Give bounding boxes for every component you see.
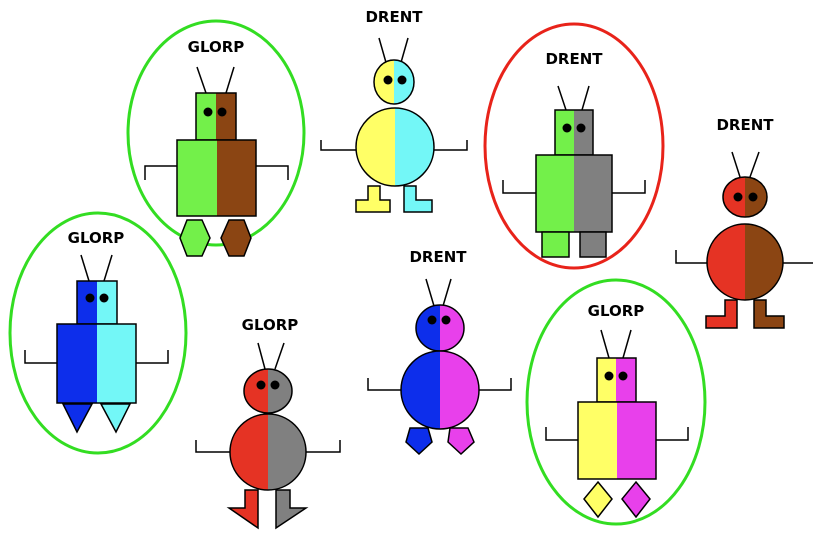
arm-right (434, 140, 468, 151)
foot-right (403, 185, 433, 213)
creature-glorp-red-gray: GLORP (195, 316, 341, 530)
creature-glorp-green-brown: GLORP (126, 19, 306, 257)
creature-glorp-blue-cyan: GLORP (8, 211, 188, 455)
eye (397, 75, 407, 85)
arm-left (320, 140, 356, 151)
foot-right (621, 480, 651, 519)
eye (85, 293, 95, 303)
arm-left (545, 427, 578, 441)
creature-label: DRENT (409, 248, 467, 266)
eye (441, 315, 451, 325)
selection-ring (483, 22, 665, 270)
body-left (230, 414, 268, 490)
foot-left (405, 427, 433, 456)
eye (576, 123, 586, 133)
body-right (268, 414, 306, 490)
body-right (745, 224, 783, 300)
arm-left (502, 180, 536, 194)
eye (733, 192, 743, 202)
eye (99, 293, 109, 303)
arm-left (367, 378, 401, 391)
arm-right (136, 350, 169, 364)
eye (427, 315, 437, 325)
head-right (268, 369, 292, 413)
arm-right (306, 440, 341, 453)
creature-label: GLORP (188, 38, 245, 56)
arm-left (144, 165, 177, 180)
creature-label: GLORP (68, 229, 125, 247)
head-right (97, 281, 117, 324)
creature-label: DRENT (545, 50, 603, 68)
head-right (440, 305, 464, 351)
creature-drent-green-gray: DRENT (483, 22, 665, 270)
body-right (217, 140, 256, 216)
eye (217, 107, 227, 117)
arm-right (256, 165, 289, 180)
head-left (244, 369, 268, 413)
selection-ring (525, 278, 707, 526)
creature-label: GLORP (588, 302, 645, 320)
body-left (707, 224, 745, 300)
body-left (177, 140, 217, 216)
creature-label: GLORP (242, 316, 299, 334)
head-left (196, 93, 216, 140)
head-right (216, 93, 236, 140)
selection-ring (8, 211, 188, 455)
head-left (77, 281, 97, 324)
body-right (617, 402, 656, 479)
head-left (597, 358, 616, 402)
body-left (536, 155, 574, 232)
foot-left (355, 185, 391, 213)
arm-left (24, 350, 57, 364)
arm-right (656, 427, 689, 441)
leg-right (579, 231, 607, 258)
foot-right (220, 219, 252, 257)
eye (383, 75, 393, 85)
body-right (97, 324, 136, 403)
selection-ring (126, 19, 306, 247)
arm-left (195, 440, 230, 453)
body-right (574, 155, 612, 232)
head-right (574, 110, 593, 155)
creature-label: DRENT (716, 116, 774, 134)
body-right (395, 108, 434, 186)
eye (748, 192, 758, 202)
body-left (578, 402, 617, 479)
body-left (57, 324, 97, 403)
foot-left (583, 480, 613, 519)
body-left (401, 351, 440, 429)
foot-right (447, 427, 475, 456)
head-right (616, 358, 636, 402)
creature-drent-blue-magenta: DRENT (367, 248, 512, 456)
leg-left (541, 231, 570, 258)
foot-right (753, 299, 785, 329)
arm-left (675, 250, 707, 264)
body-right (440, 351, 479, 429)
eye (270, 380, 280, 390)
foot-left (179, 219, 211, 257)
eye (562, 123, 572, 133)
eye (203, 107, 213, 117)
foot-right (275, 489, 309, 530)
eye (604, 371, 614, 381)
eye (256, 380, 266, 390)
arm-right (612, 180, 646, 194)
creature-drent-yellow-cyan: DRENT (320, 8, 468, 213)
eye (618, 371, 628, 381)
foot-right (99, 403, 132, 434)
body-left (356, 108, 395, 186)
foot-left (705, 299, 738, 329)
foot-left (61, 403, 94, 434)
head-left (555, 110, 574, 155)
creature-glorp-yellow-magenta: GLORP (525, 278, 707, 526)
head-left (416, 305, 440, 351)
arm-right (479, 378, 512, 391)
creature-drent-red-brown: DRENT (675, 116, 813, 329)
creature-label: DRENT (365, 8, 423, 26)
foot-left (226, 489, 259, 530)
